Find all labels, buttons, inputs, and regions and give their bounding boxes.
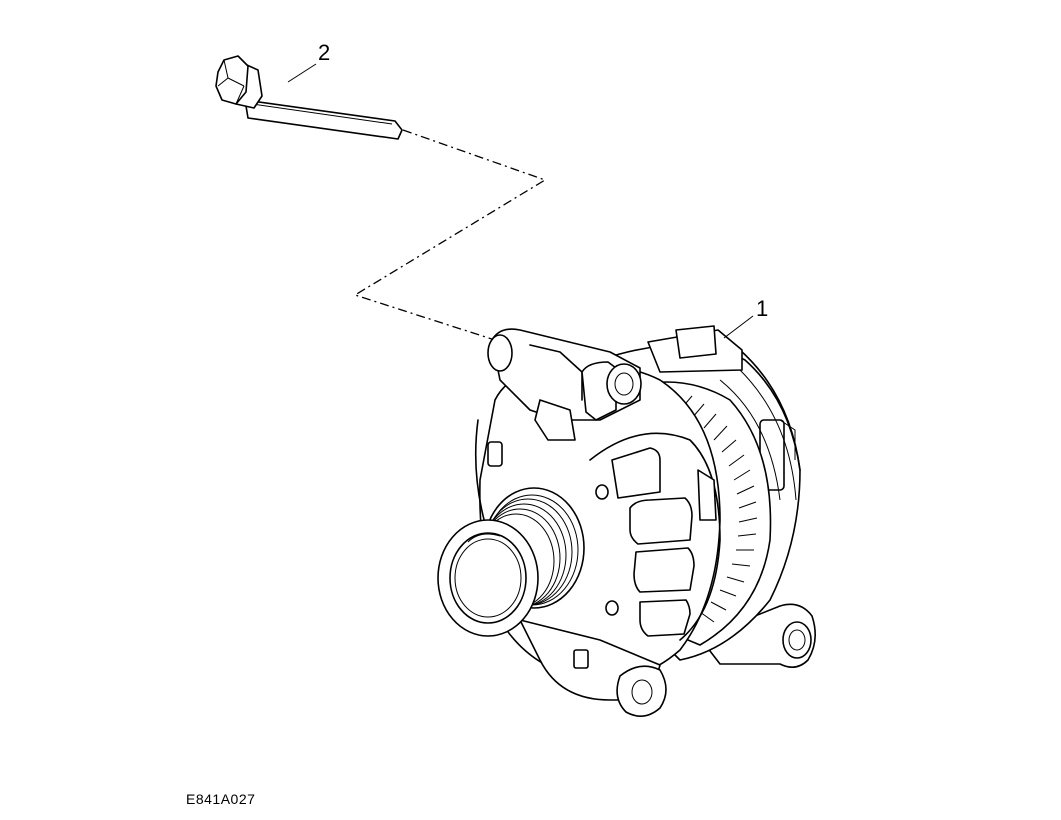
stator-ribs xyxy=(679,395,758,623)
alternator xyxy=(437,325,816,717)
callout-1: 1 xyxy=(723,296,768,339)
figure-id-label: E841A027 xyxy=(186,791,256,807)
vent-windows xyxy=(611,447,717,637)
callout-2: 2 xyxy=(287,40,330,83)
callout-number-1: 1 xyxy=(756,296,768,321)
bolt xyxy=(215,55,403,140)
pulley xyxy=(437,487,585,637)
assembly-path-line xyxy=(353,129,547,341)
callout-number-2: 2 xyxy=(318,40,330,65)
